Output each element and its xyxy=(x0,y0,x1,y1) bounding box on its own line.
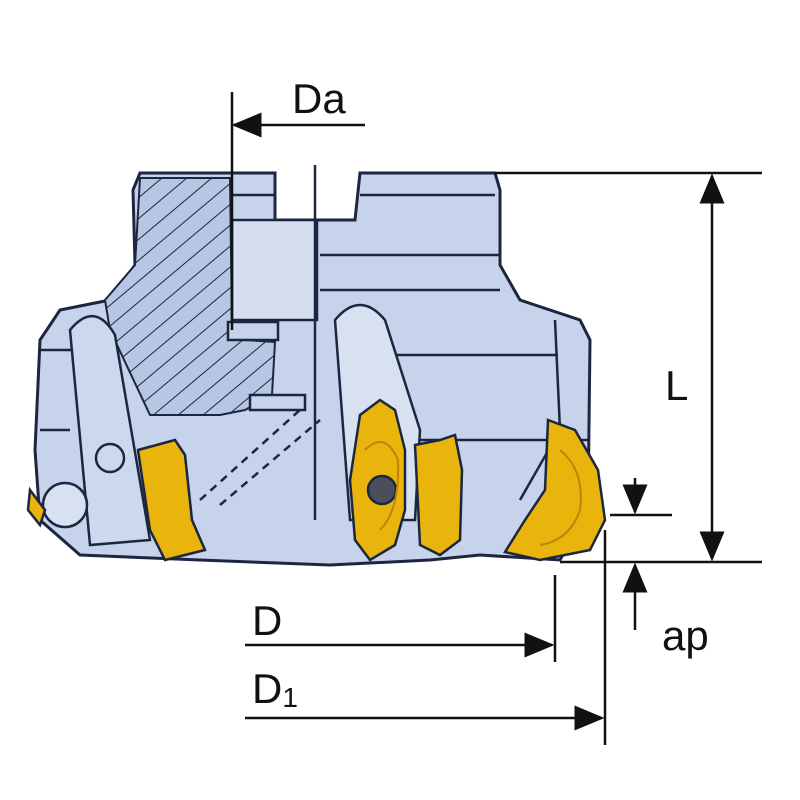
insert-left xyxy=(136,438,207,562)
label-d1-subscript: 1 xyxy=(282,682,298,713)
label-l: L xyxy=(665,362,689,409)
label-d1: D1 xyxy=(252,668,298,712)
label-da: Da xyxy=(292,75,346,122)
insert-center-right xyxy=(413,433,464,557)
insert-screw xyxy=(366,474,398,506)
label-ap: ap xyxy=(662,612,709,659)
cutting-inserts xyxy=(26,398,607,562)
label-d: D xyxy=(252,597,283,644)
insert-right xyxy=(503,418,607,562)
dimension-lines xyxy=(230,92,762,745)
label-d1-main: D xyxy=(252,665,283,712)
insert-left-edge xyxy=(26,486,47,528)
